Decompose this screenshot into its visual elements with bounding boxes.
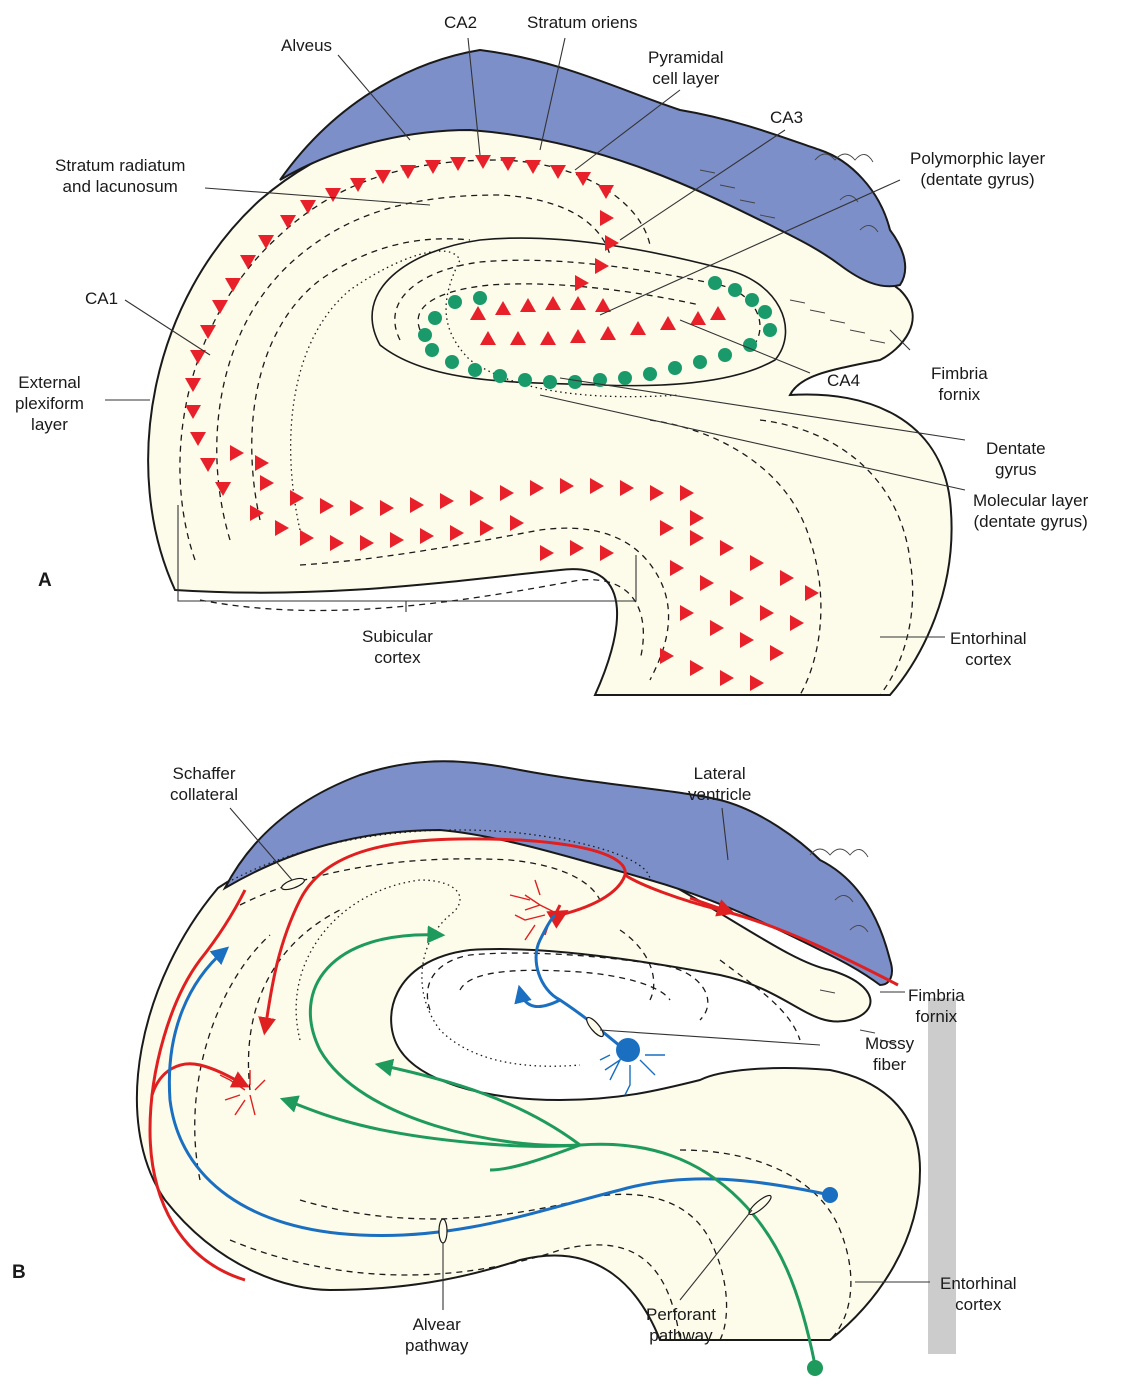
label-polymorphic-layer: Polymorphic layer(dentate gyrus) [910,148,1045,190]
label-molecular-layer: Molecular layer(dentate gyrus) [973,490,1088,532]
mossy-granule-cell [616,1038,640,1062]
label-alveus: Alveus [281,35,332,56]
label-ca1: CA1 [85,288,118,309]
label-ca4: CA4 [827,370,860,391]
label-stratum-oriens: Stratum oriens [527,12,638,33]
panel-b-drawing [137,761,956,1376]
label-ca2: CA2 [444,12,477,33]
panel-b-letter: B [12,1262,26,1284]
panel-a-letter: A [38,570,52,592]
panel-a-drawing [105,38,965,695]
label-ca3: CA3 [770,107,803,128]
